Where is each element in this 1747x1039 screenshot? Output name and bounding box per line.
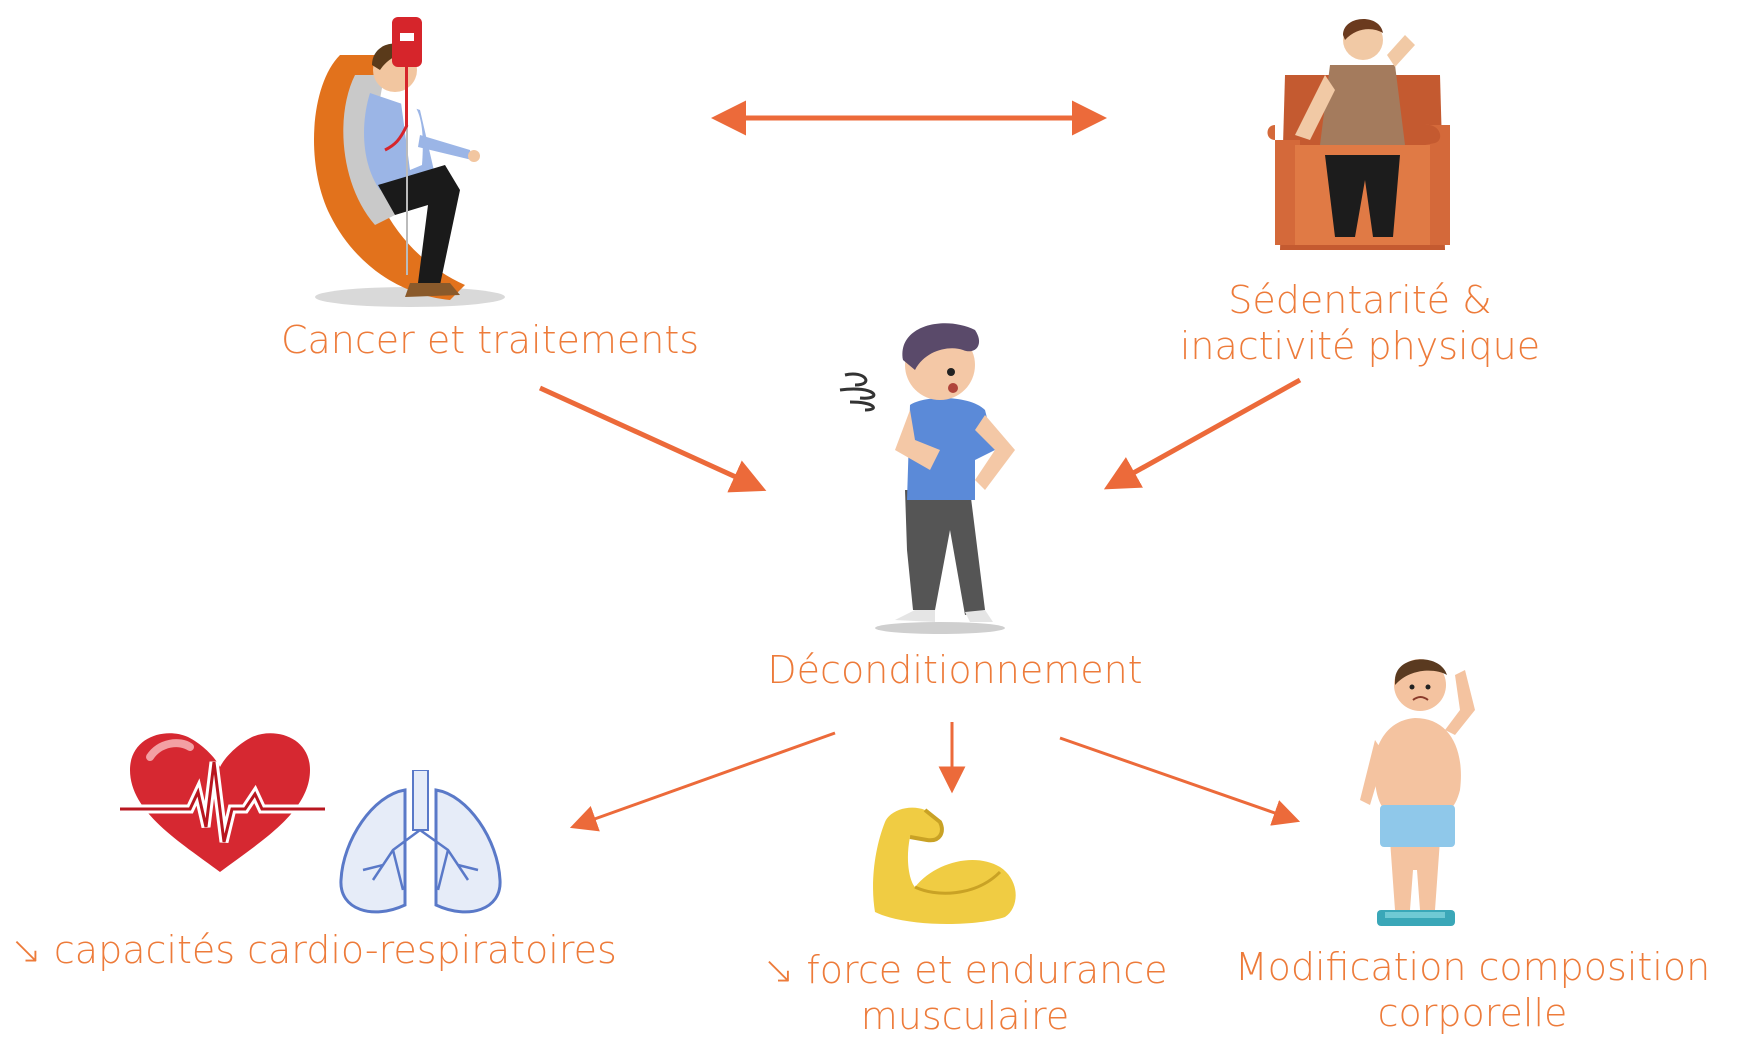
- cardio-label: ↘ capacités cardio-respiratoires: [10, 928, 670, 974]
- arrow-center-to-body: [1060, 738, 1295, 820]
- body-composition-label: Modification composition corporelle: [1205, 945, 1740, 1036]
- body-composition-label-line1: Modification composition: [1205, 945, 1740, 991]
- person-in-armchair-icon: [1265, 5, 1460, 260]
- flexed-biceps-icon: [865, 802, 1020, 927]
- muscle-label: ↘ force et endurance musculaire: [735, 948, 1195, 1039]
- sedentary-label-line1: Sédentarité &: [1120, 278, 1600, 324]
- sedentary-label-line2: inactivité physique: [1120, 324, 1600, 370]
- deconditioning-label: Déconditionnement: [700, 648, 1210, 694]
- arrow-center-to-cardio: [575, 733, 835, 826]
- overweight-man-on-scale-icon: [1355, 640, 1495, 930]
- muscle-label-line2: musculaire: [735, 994, 1195, 1039]
- arrow-cancer-to-center: [540, 388, 760, 488]
- sedentary-label: Sédentarité & inactivité physique: [1120, 278, 1600, 369]
- heart-ecg-icon: [120, 722, 325, 877]
- arrow-sedentary-to-center: [1110, 380, 1300, 486]
- breathless-person-icon: [835, 310, 1025, 635]
- muscle-label-line1: ↘ force et endurance: [735, 948, 1195, 994]
- lungs-icon: [333, 770, 508, 920]
- cancer-label: Cancer et traitements: [250, 318, 730, 364]
- body-composition-label-line2: corporelle: [1205, 991, 1740, 1037]
- chemotherapy-patient-icon: [300, 15, 515, 315]
